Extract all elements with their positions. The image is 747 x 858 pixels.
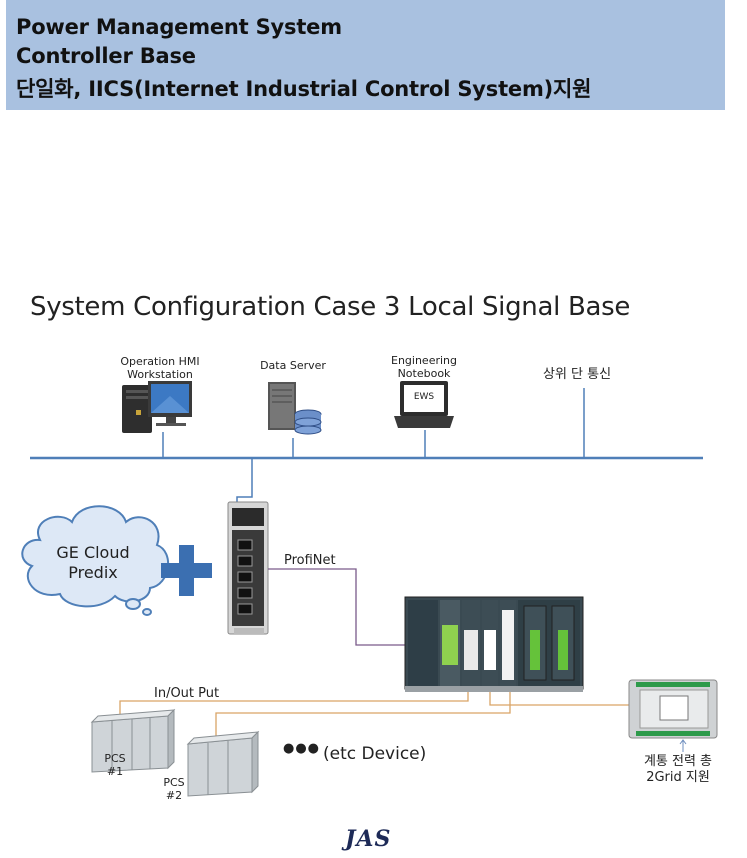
plus-icon	[161, 545, 212, 596]
grid-pointer-arrow	[679, 739, 687, 752]
grid-label: 계통 전력 총 2Grid 지원	[643, 754, 713, 785]
gateway-device-icon	[227, 501, 269, 635]
header-title-line2: Controller Base	[16, 44, 196, 68]
plc-rack-icon	[404, 596, 584, 692]
profinet-label: ProfiNet	[284, 553, 336, 568]
etc-device-label: (etc Device)	[323, 744, 427, 764]
workstation-icon	[122, 381, 192, 433]
header-title-line3: 단일화, IICS(Internet Industrial Control Sy…	[16, 77, 592, 101]
pcs1-label: PCS #1	[104, 752, 126, 778]
brand-logo: JAS	[345, 826, 392, 852]
profinet-line	[268, 568, 430, 646]
header-banner: Power Management System Controller Base …	[6, 0, 725, 110]
hmi-label: Operation HMI Workstation	[110, 355, 210, 381]
gateway-link-line	[236, 458, 253, 503]
cloud-shape	[21, 505, 170, 616]
section-title: System Configuration Case 3 Local Signal…	[30, 292, 631, 322]
grid-module-icon	[628, 679, 718, 739]
etc-dots: ●●●	[283, 741, 321, 756]
pcs1-cabinet-icon	[90, 708, 176, 773]
data-server-label: Data Server	[260, 359, 326, 372]
io-lines	[119, 692, 630, 738]
header-title-line1: Power Management System	[16, 15, 342, 39]
pcs2-cabinet-icon	[186, 730, 260, 797]
laptop-icon	[394, 381, 454, 428]
hmi-label-text: Operation HMI Workstation	[120, 355, 200, 381]
upper-comm-label: 상위 단 통신	[543, 367, 612, 382]
pcs2-label: PCS #2	[163, 776, 185, 802]
ews-label: EWS	[413, 392, 435, 402]
server-icon	[268, 382, 322, 435]
inout-label: In/Out Put	[154, 686, 220, 701]
cloud-label: GE Cloud Predix	[56, 543, 130, 582]
eng-notebook-label: Engineering Notebook	[391, 354, 457, 380]
